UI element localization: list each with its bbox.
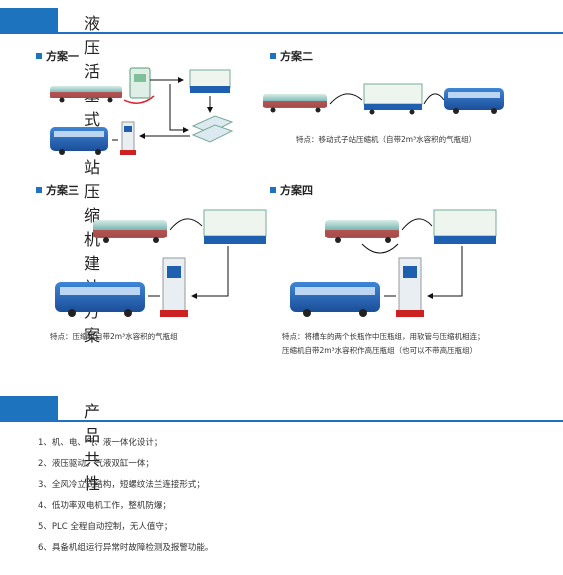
- gas-cylinder-rack-icon: [191, 115, 234, 143]
- features-title: 产品共性: [84, 402, 102, 493]
- dispenser-icon: [396, 257, 424, 317]
- scheme-4-note-2: 压缩机自带2m³水容积作高压瓶组（也可以不带高压瓶组）: [282, 346, 478, 355]
- header-accent-block: [0, 8, 58, 34]
- container-icon: [189, 69, 231, 93]
- scheme-4-note: 特点：将槽车的两个长瓶作中压瓶组，用软管与压缩机相连；: [282, 332, 485, 341]
- feature-item-4: 4、低功率双电机工作，整机防爆；: [38, 501, 171, 511]
- mobile-compressor-icon: [363, 83, 423, 115]
- square-bullet-icon: [270, 53, 276, 59]
- compressor-cabinet-icon: [123, 67, 155, 104]
- scheme-3-diagram: [55, 209, 267, 317]
- header-rule: [58, 32, 563, 34]
- features-rule: [58, 420, 563, 422]
- tube-trailer-icon: [263, 94, 327, 113]
- scheme-2-diagram: [263, 83, 504, 115]
- feature-item-6: 6、具备机组运行异常时故障检测及报警功能。: [38, 543, 214, 553]
- container-compressor-icon: [433, 209, 497, 244]
- features-accent-block: [0, 396, 58, 422]
- feature-item-3: 3、全风冷立式结构，短螺纹法兰连接形式；: [38, 480, 205, 490]
- scheme-4-diagram: [290, 209, 497, 317]
- scheme-2-note: 特点：移动式子站压缩机（自带2m³水容积的气瓶组）: [296, 135, 477, 144]
- scheme-3-note: 特点：压缩机自带2m³水容积的气瓶组: [50, 332, 178, 341]
- scheme-2-label: 方案二: [270, 48, 313, 64]
- container-compressor-icon: [203, 209, 267, 244]
- tube-trailer-icon: [325, 220, 399, 243]
- dispenser-icon: [120, 121, 136, 155]
- bus-icon: [290, 282, 380, 317]
- scheme-4-label: 方案四: [270, 182, 313, 198]
- square-bullet-icon: [270, 187, 276, 193]
- scheme-1-diagram: [50, 67, 234, 155]
- square-bullet-icon: [36, 53, 42, 59]
- bus-icon: [444, 88, 504, 114]
- feature-item-2: 2、液压驱动，气液双缸一体；: [38, 459, 154, 469]
- bus-icon: [50, 127, 108, 155]
- scheme-3-label: 方案三: [36, 182, 79, 198]
- tube-trailer-icon: [93, 220, 167, 243]
- dispenser-icon: [160, 257, 188, 317]
- feature-item-1: 1、机、电、气、液一体化设计；: [38, 438, 163, 448]
- tube-trailer-icon: [50, 86, 122, 103]
- bus-icon: [55, 282, 145, 317]
- square-bullet-icon: [36, 187, 42, 193]
- scheme-1-label: 方案一: [36, 48, 79, 64]
- feature-item-5: 5、PLC 全程自动控制，无人值守；: [38, 522, 173, 532]
